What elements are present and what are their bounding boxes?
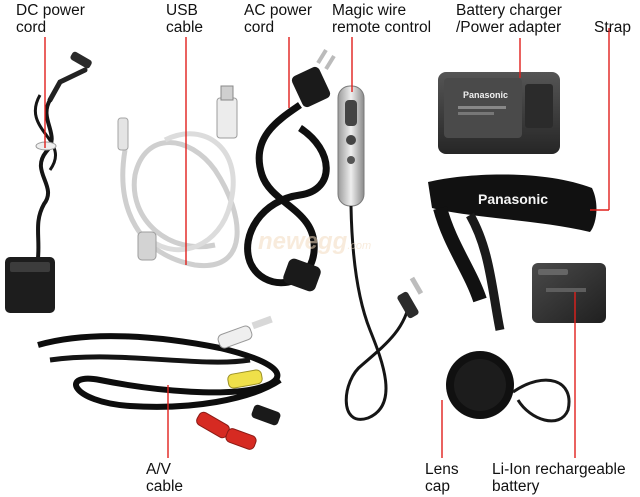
strap: Panasonic xyxy=(428,174,597,331)
battery-charger: Panasonic xyxy=(438,72,560,154)
magic-wire-remote xyxy=(337,85,424,421)
label-battery-charger: Battery charger/Power adapter xyxy=(456,2,562,36)
charger-logo: Panasonic xyxy=(463,90,508,100)
lens-cap xyxy=(446,351,571,423)
ac-power-cord xyxy=(244,48,336,292)
watermark: newegg.com xyxy=(258,228,372,255)
strap-logo: Panasonic xyxy=(478,191,548,207)
usb-cable xyxy=(117,85,240,269)
leader-lines xyxy=(44,28,610,458)
liion-battery xyxy=(532,263,606,323)
dc-power-cord xyxy=(5,51,92,313)
av-cable xyxy=(37,315,282,450)
label-strap: Strap xyxy=(594,19,632,36)
